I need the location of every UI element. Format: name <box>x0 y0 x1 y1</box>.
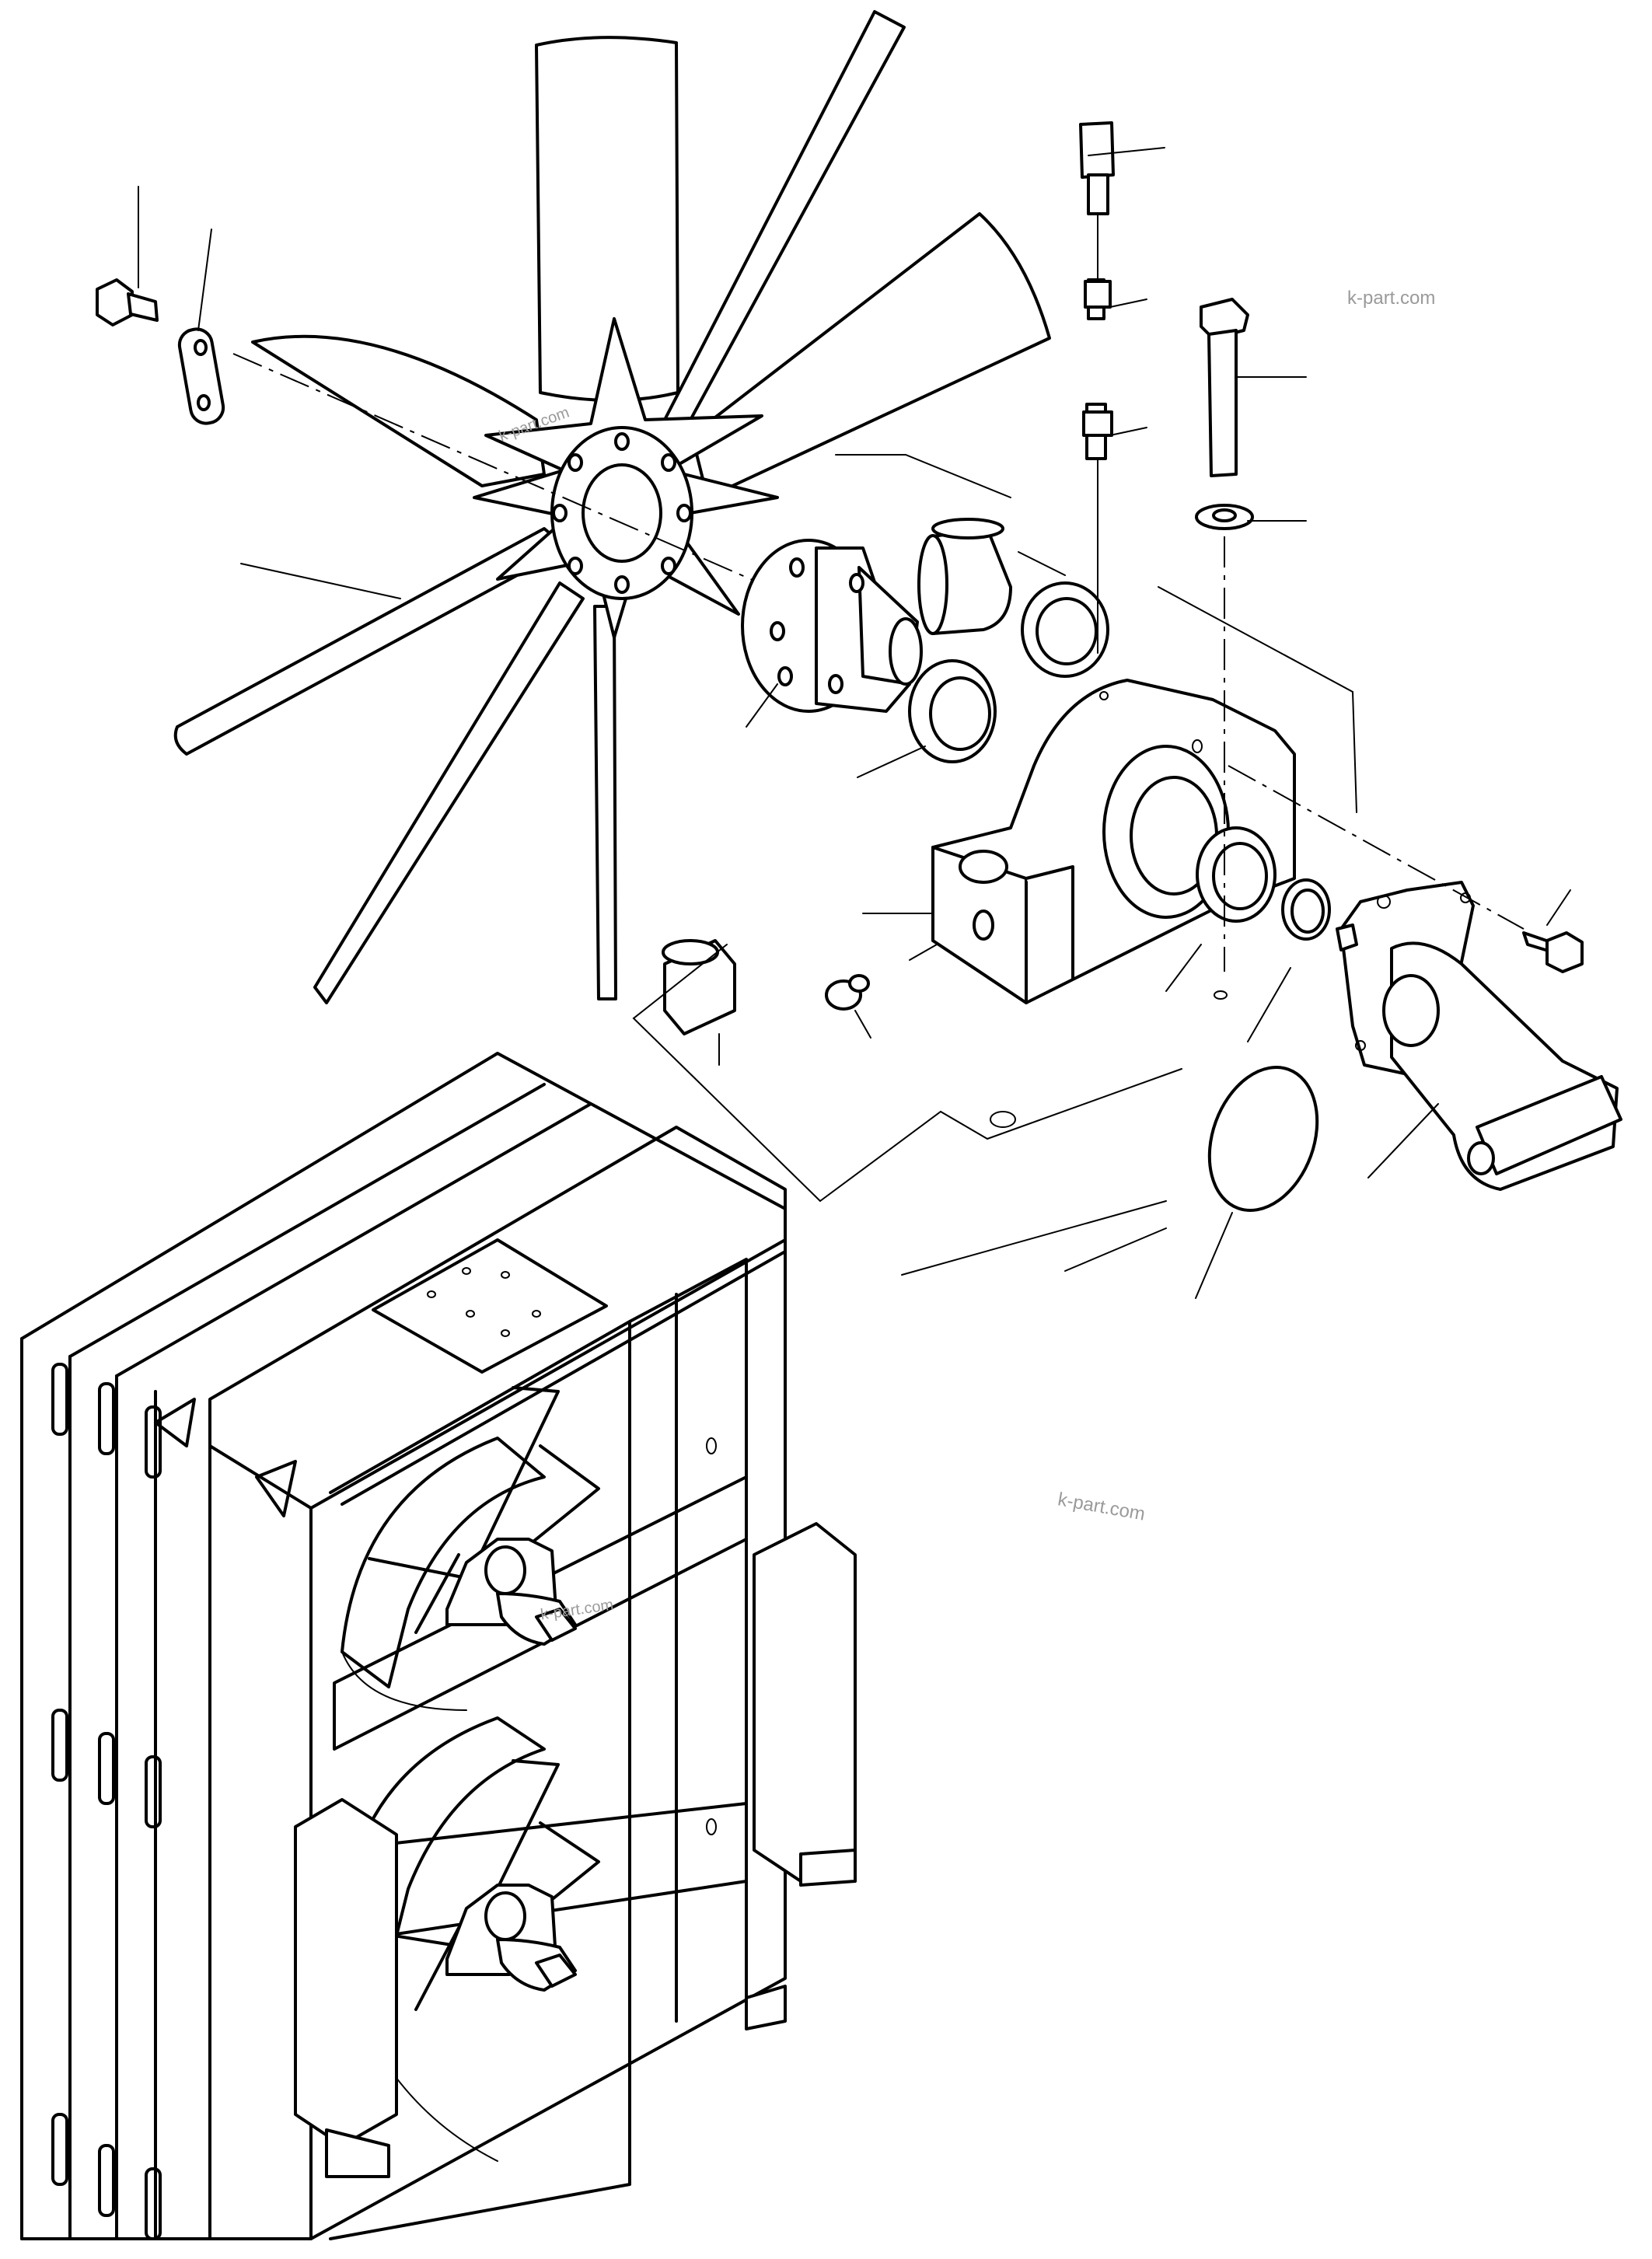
fan-blade-bottom-left <box>313 581 585 1004</box>
plug <box>662 939 736 1035</box>
seal-ring <box>1021 581 1109 678</box>
fan-blade-right <box>690 212 1051 499</box>
watermark-text: k-part.com <box>1347 288 1436 309</box>
hex-bolt-right <box>1522 931 1584 973</box>
grease-fitting <box>1079 121 1115 654</box>
fan-assembly <box>173 10 1051 1004</box>
bearing-right <box>1196 826 1277 923</box>
small-screw <box>825 974 870 1011</box>
frame-outline <box>819 1068 1182 1276</box>
snap-ring <box>1281 878 1331 941</box>
fan-hub-flange-shaft <box>741 539 923 713</box>
fan-blade-left <box>251 334 546 487</box>
axis-centerline-fan <box>232 353 778 592</box>
spacer-sleeve <box>917 518 1012 635</box>
fan-blade-lower-left <box>173 527 569 756</box>
long-bolt <box>1200 298 1249 477</box>
radiator-frame-assembly <box>20 1052 857 2240</box>
washer <box>1195 504 1254 530</box>
bearing-left <box>908 659 997 763</box>
leader-lines <box>138 147 1571 1299</box>
fan-hub-bore <box>582 463 662 563</box>
axis-centerline-motor <box>1228 765 1525 930</box>
lock-plate <box>177 327 225 425</box>
hydraulic-motor <box>1336 881 1622 1191</box>
hex-bolt-left <box>96 278 159 326</box>
fan-blade-bottom <box>593 605 617 1000</box>
fan-hub-bolt-holes <box>552 432 692 594</box>
bearing-housing <box>931 679 1296 1004</box>
o-ring <box>1207 1066 1319 1212</box>
